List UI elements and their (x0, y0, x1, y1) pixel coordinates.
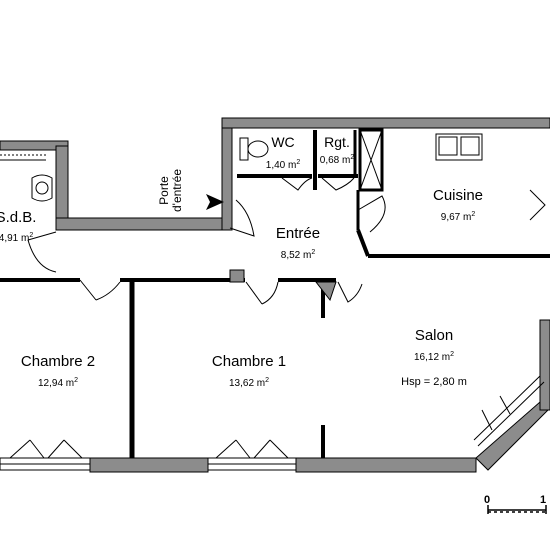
scale-bar (487, 505, 547, 514)
room-area-sdb: 4,91 m2 (0, 232, 34, 244)
washbasin (35, 181, 49, 195)
exterior-walls (0, 117, 550, 473)
room-area-cuisine: 9,67 m2 (440, 211, 476, 223)
room-name-salon: Salon (414, 327, 454, 344)
kitchen-sink (435, 133, 483, 161)
scale-start-label: 0 (484, 494, 491, 506)
room-area-entree: 8,52 m2 (280, 249, 316, 261)
scale-end-label: 1 (540, 494, 547, 506)
room-name-rgt: Rgt. (324, 134, 350, 150)
room-name-chambre1: Chambre 1 (211, 353, 287, 370)
room-area-salon: 16,12 m2 (413, 351, 455, 363)
room-name-cuisine: Cuisine (432, 187, 484, 204)
entrance-label-line2: d'entrée (170, 169, 184, 212)
entrance-arrow-icon (206, 194, 224, 210)
room-name-wc: WC (271, 134, 295, 150)
room-area-rgt: 0,68 m2 (319, 154, 355, 166)
room-area-chambre1: 13,62 m2 (228, 377, 270, 389)
room-area-wc: 1,40 m2 (265, 159, 301, 171)
interior-walls (0, 128, 550, 458)
toilet-bowl (247, 140, 269, 158)
windows (0, 189, 546, 471)
fixtures (31, 133, 483, 202)
entrance-label: Porte d'entrée (157, 169, 184, 212)
wall-columns (229, 269, 337, 302)
door-swings (27, 177, 386, 305)
room-name-entree: Entrée (275, 225, 321, 242)
room-name-chambre2: Chambre 2 (20, 353, 96, 370)
room-area-chambre2: 12,94 m2 (37, 377, 79, 389)
room-name-sdb: S.d.B. (0, 209, 37, 226)
ceiling-height-label: Hsp = 2,80 m (401, 376, 467, 388)
toilet-tank (239, 137, 249, 161)
